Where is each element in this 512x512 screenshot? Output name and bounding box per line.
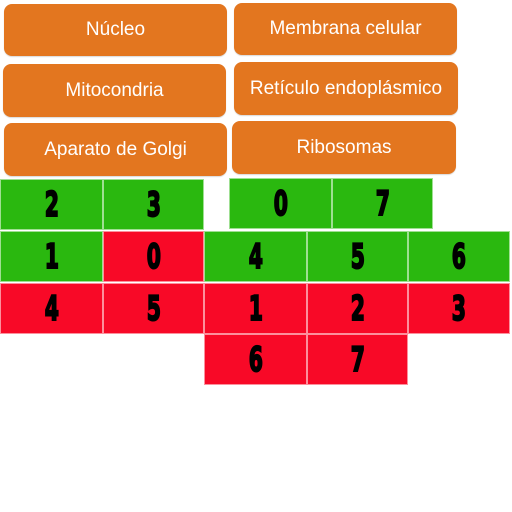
tile-0[interactable]: 0 bbox=[229, 178, 332, 229]
tile-digit: 1 bbox=[248, 288, 263, 329]
tile-2[interactable]: 2 bbox=[0, 179, 103, 230]
tile-1[interactable]: 1 bbox=[0, 231, 103, 282]
tile-5[interactable]: 5 bbox=[103, 283, 204, 334]
tile-digit: 5 bbox=[350, 236, 365, 277]
tile-2[interactable]: 2 bbox=[307, 283, 408, 334]
tile-digit: 1 bbox=[44, 236, 59, 277]
tile-3[interactable]: 3 bbox=[103, 179, 204, 230]
membrana-celular-button[interactable]: Membrana celular bbox=[234, 3, 457, 55]
tile-digit: 6 bbox=[451, 236, 467, 277]
tile-0[interactable]: 0 bbox=[103, 231, 204, 282]
tile-1[interactable]: 1 bbox=[204, 283, 307, 334]
tile-digit: 0 bbox=[273, 183, 288, 224]
tile-6[interactable]: 6 bbox=[204, 334, 307, 385]
tile-digit: 6 bbox=[248, 339, 263, 380]
tile-7[interactable]: 7 bbox=[332, 178, 433, 229]
tile-6[interactable]: 6 bbox=[408, 231, 510, 282]
reticulo-endoplasmico-button[interactable]: Retículo endoplásmico bbox=[234, 62, 458, 115]
tile-digit: 2 bbox=[44, 184, 59, 225]
tile-5[interactable]: 5 bbox=[307, 231, 408, 282]
tile-digit: 3 bbox=[451, 288, 467, 329]
tile-digit: 7 bbox=[350, 339, 365, 380]
tile-7[interactable]: 7 bbox=[307, 334, 408, 385]
tile-digit: 3 bbox=[146, 184, 161, 225]
mitocondria-button[interactable]: Mitocondria bbox=[3, 64, 226, 117]
tile-digit: 7 bbox=[375, 183, 390, 224]
tile-3[interactable]: 3 bbox=[408, 283, 510, 334]
nucleo-button[interactable]: Núcleo bbox=[4, 4, 227, 56]
tile-4[interactable]: 4 bbox=[0, 283, 103, 334]
tile-digit: 4 bbox=[248, 236, 263, 277]
tile-digit: 2 bbox=[350, 288, 365, 329]
tile-digit: 0 bbox=[146, 236, 161, 277]
tile-4[interactable]: 4 bbox=[204, 231, 307, 282]
ribosomas-button[interactable]: Ribosomas bbox=[232, 121, 456, 174]
tile-digit: 5 bbox=[146, 288, 161, 329]
aparato-de-golgi-button[interactable]: Aparato de Golgi bbox=[4, 123, 227, 176]
tile-digit: 4 bbox=[44, 288, 59, 329]
